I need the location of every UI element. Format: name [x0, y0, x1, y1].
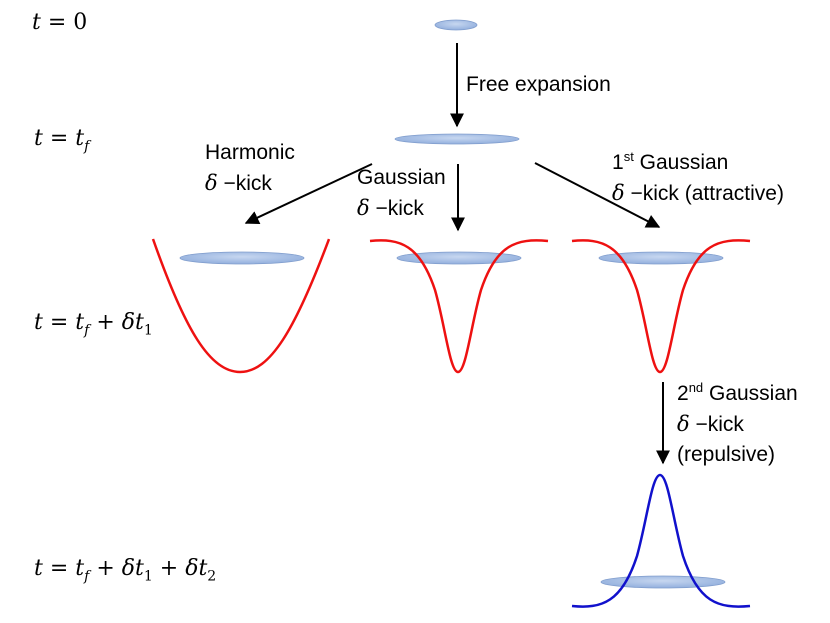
time-label-t0: t = 0: [32, 10, 88, 35]
atom-cloud-first-gaussian: [598, 251, 724, 265]
label-second-gaussian-kick: 2nd Gaussian δ −kick (repulsive): [677, 380, 798, 466]
arrow-harmonic-kick: [244, 163, 373, 224]
label-first-gaussian-kick: 1st Gaussian δ −kick (attractive): [612, 149, 784, 205]
atom-cloud-second-gaussian: [600, 575, 726, 589]
label-gaussian-kick: Gaussian δ −kick: [357, 166, 446, 220]
second-gaussian-repulsive-curve: [571, 473, 751, 608]
gaussian-potential-curve: [369, 239, 549, 374]
label-harmonic-kick: Harmonic δ −kick: [205, 141, 295, 195]
arrow-first-gaussian-kick: [534, 162, 661, 228]
harmonic-potential-curve: [151, 238, 331, 374]
atom-cloud-expanded: [394, 133, 520, 145]
time-label-t2: t = tf + δt1 + δt2: [34, 556, 217, 585]
label-free-expansion: Free expansion: [466, 73, 611, 96]
time-label-tf: t = tf: [34, 126, 90, 155]
first-gaussian-potential-curve: [571, 239, 751, 374]
atom-cloud-initial: [434, 19, 478, 31]
atom-cloud-gaussian: [396, 251, 522, 265]
atom-cloud-harmonic: [179, 251, 305, 265]
time-label-t1: t = tf + δt1: [34, 310, 153, 339]
